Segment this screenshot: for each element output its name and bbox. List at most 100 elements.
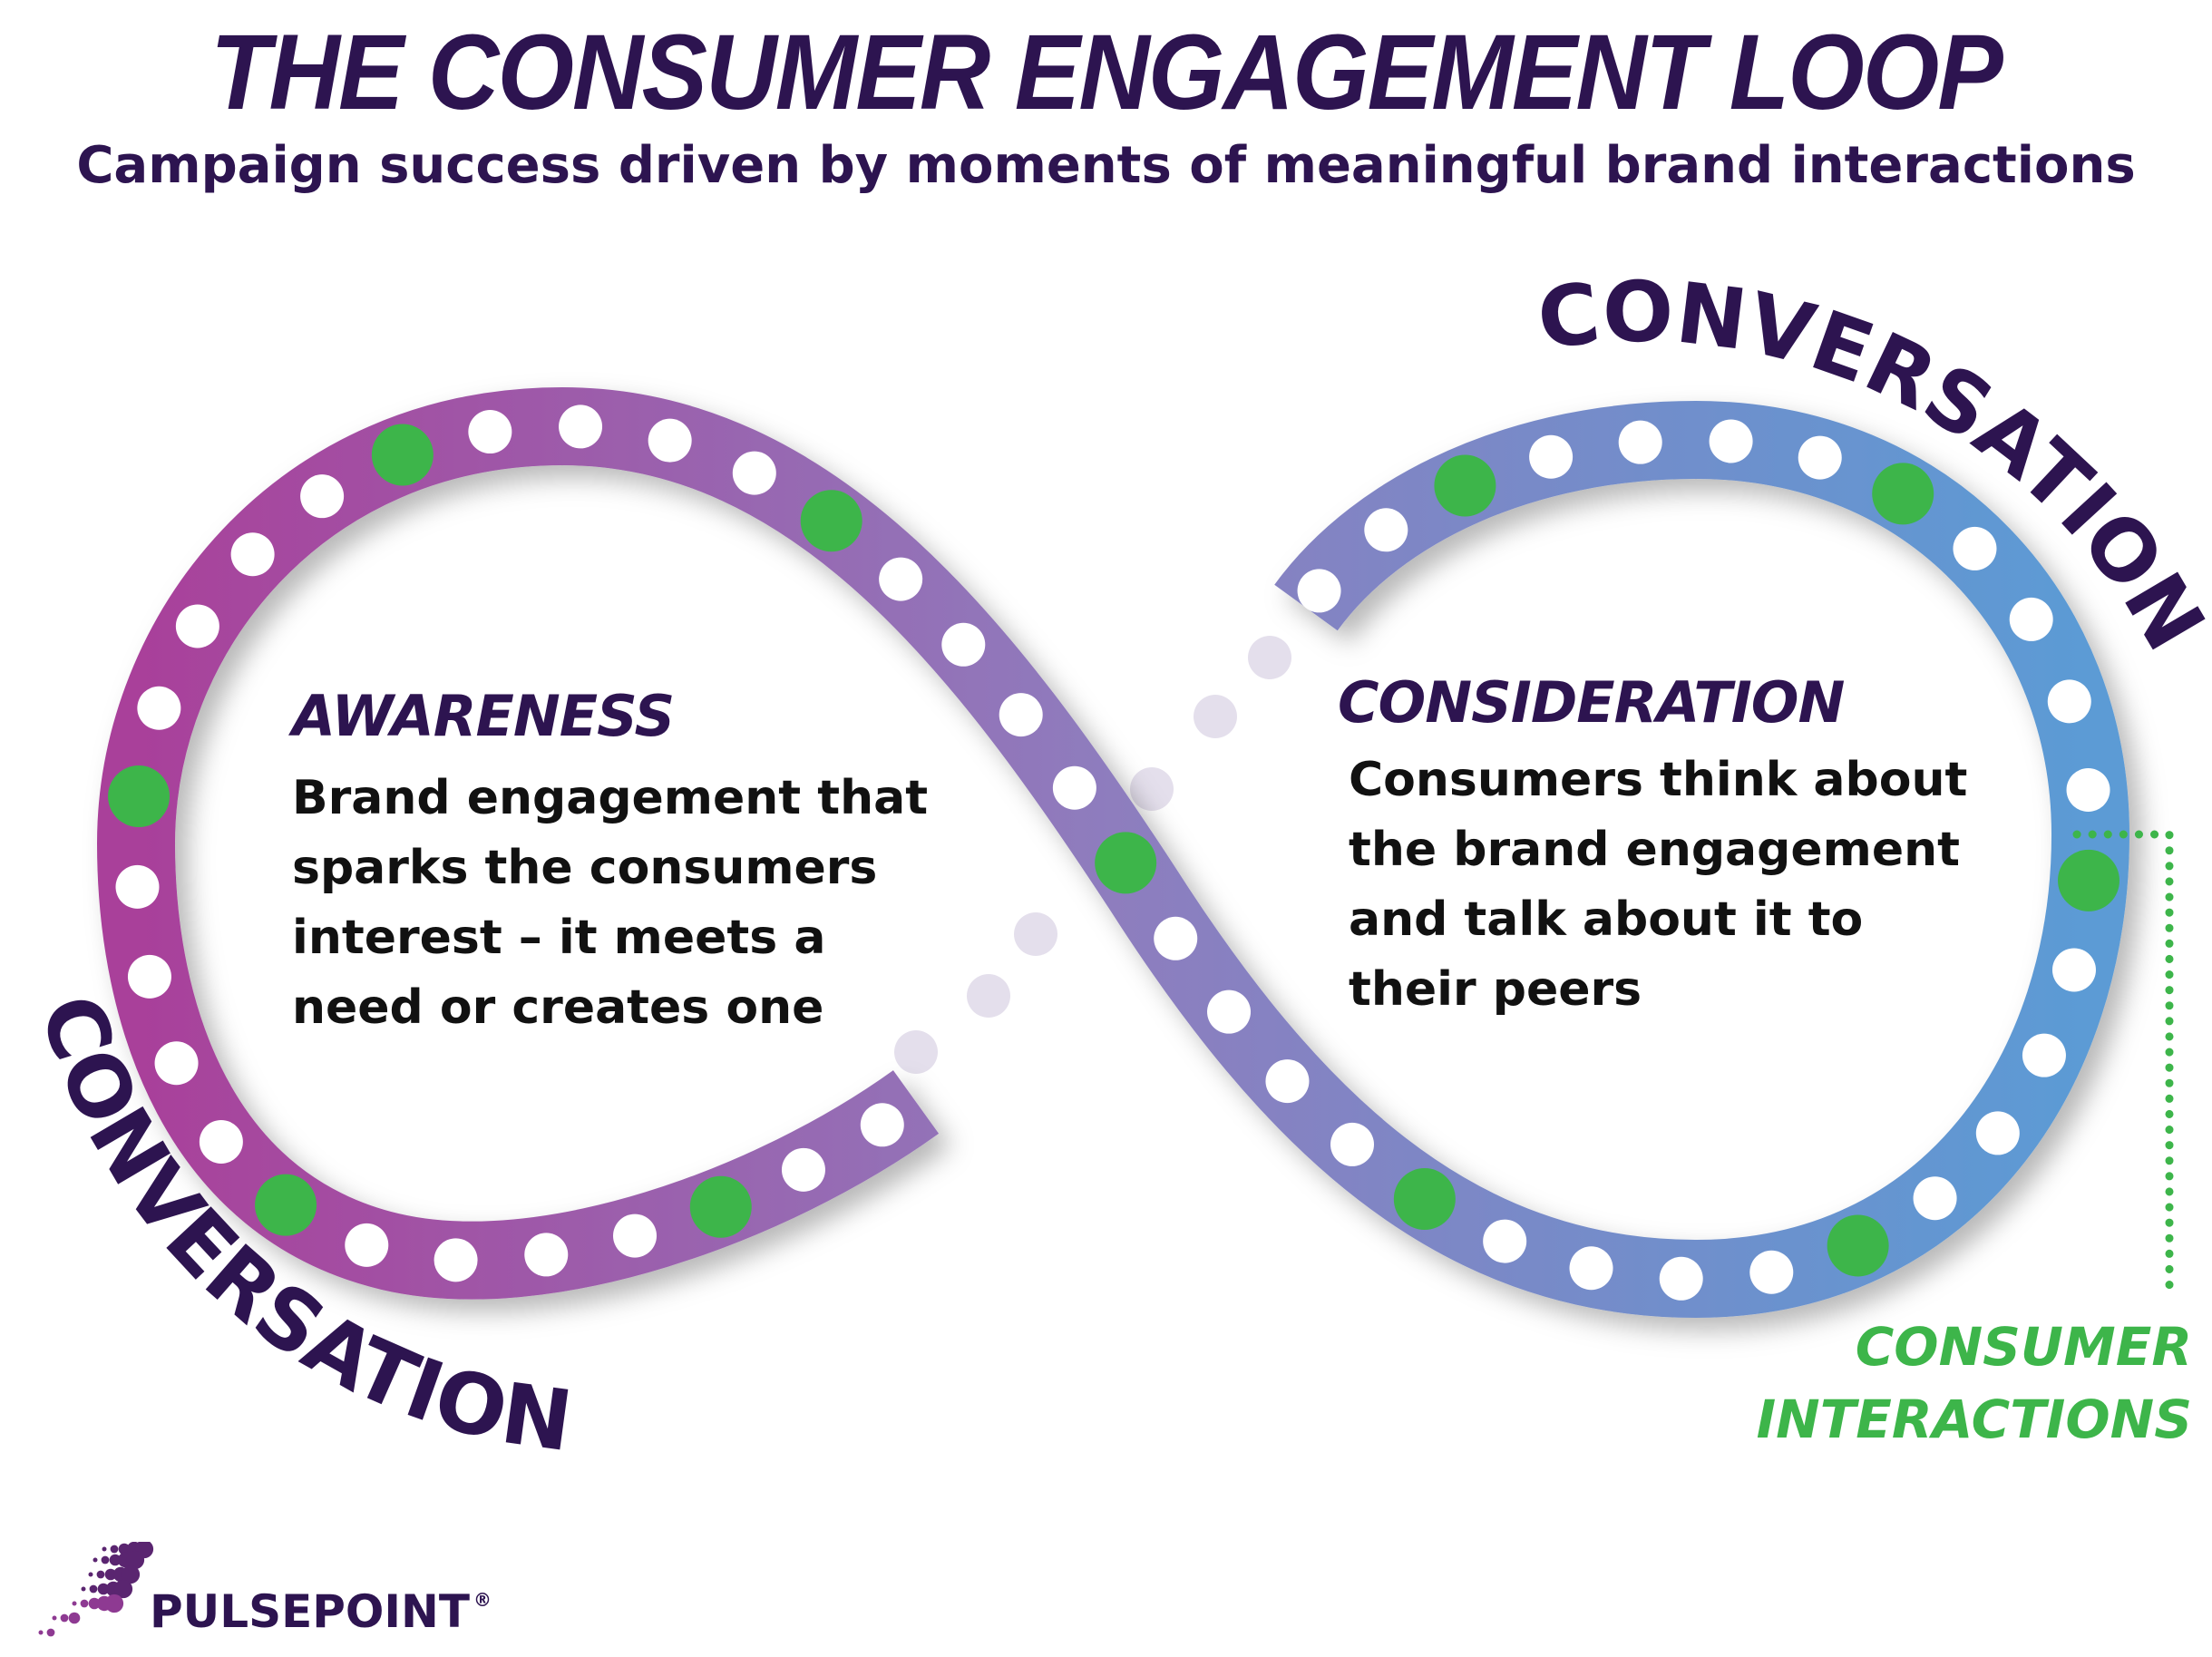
stage-consideration-body: Consumers think about the brand engageme…: [1349, 746, 1967, 1025]
loop-dot: [1569, 1246, 1613, 1291]
stage-consideration-title: CONSIDERATION: [1338, 669, 1845, 736]
loop-dot: [1207, 989, 1252, 1034]
loop-dot: [468, 410, 512, 454]
loop-dot: [1709, 419, 1753, 463]
page-subtitle: Campaign success driven by moments of me…: [76, 136, 2136, 195]
ghost-dot: [1248, 636, 1291, 679]
logo-dot: [38, 1630, 44, 1635]
logo-dot: [104, 1594, 124, 1613]
loop-dot: [524, 1233, 569, 1277]
loop-dot: [199, 1119, 243, 1164]
loop-dot: [230, 532, 275, 577]
interaction-dot: [1827, 1214, 1889, 1277]
interaction-dot: [2057, 849, 2119, 911]
callout-connector: [2072, 830, 2174, 1301]
stage-consideration-line: their peers: [1349, 962, 1642, 1017]
loop-dot: [1749, 1250, 1794, 1294]
stage-awareness-line: sparks the consumers: [292, 841, 878, 895]
interaction-dot: [800, 490, 862, 552]
consumer-interactions-label: CONSUMER INTERACTIONS: [1757, 1311, 2192, 1456]
loop-dot: [879, 557, 923, 601]
interaction-dot: [1393, 1167, 1456, 1230]
stage-consideration-line: the brand engagement: [1349, 823, 1960, 877]
loop-dot: [732, 451, 776, 495]
loop-dot: [154, 1041, 199, 1086]
loop-dot: [648, 418, 692, 463]
logo-dot: [104, 1568, 117, 1581]
loop-dot: [613, 1214, 658, 1258]
consumer-interactions-line2: INTERACTIONS: [1756, 1389, 2192, 1450]
interaction-dot: [255, 1174, 317, 1236]
loop-dot: [1529, 434, 1574, 479]
logo-dot: [109, 1554, 122, 1566]
registered-mark: ®: [473, 1589, 492, 1611]
stage-awareness-line: interest – it meets a: [292, 911, 826, 965]
logo-dot: [88, 1597, 101, 1610]
stage-awareness-line: need or creates one: [292, 980, 824, 1035]
interaction-dot: [108, 765, 171, 828]
loop-dot: [2066, 767, 2110, 812]
loop-dot: [1975, 1111, 2020, 1155]
logo-dot: [89, 1584, 98, 1594]
logo-dot: [81, 1586, 86, 1592]
loop-dot: [434, 1238, 478, 1282]
loop-dot: [1052, 765, 1096, 810]
interaction-dot: [1434, 454, 1496, 517]
loop-dot: [115, 864, 160, 909]
loop-dot: [1364, 508, 1408, 552]
loop-dot: [137, 686, 181, 730]
pulsepoint-logo: PULSEPOINT®: [150, 1585, 492, 1638]
ghost-dots: [894, 636, 1291, 1074]
loop-dot: [1297, 569, 1341, 613]
interaction-dot: [689, 1175, 752, 1238]
loop-dot: [300, 474, 345, 519]
logo-dot: [52, 1615, 57, 1621]
interaction-dot: [1095, 832, 1157, 894]
logo-dot: [46, 1628, 55, 1637]
loop-dot: [941, 622, 986, 667]
logo-dot: [96, 1570, 105, 1579]
logo-dot: [68, 1612, 81, 1624]
logo-dot: [72, 1601, 77, 1606]
logo-dot: [80, 1599, 89, 1608]
logo-dot: [93, 1557, 98, 1563]
logo-dot: [121, 1564, 141, 1584]
logo-dot: [118, 1543, 131, 1555]
logo-dot: [101, 1555, 110, 1564]
ghost-dot: [1194, 695, 1237, 738]
loop-dot: [1330, 1122, 1375, 1166]
ghost-dot: [894, 1030, 938, 1074]
loop-dot: [1953, 526, 1997, 570]
interaction-dot: [371, 424, 434, 486]
logo-dot: [88, 1572, 93, 1577]
logo-dot: [110, 1545, 119, 1554]
loop-dot: [1483, 1219, 1527, 1263]
loop-dot: [2022, 1033, 2066, 1077]
dot-burst-icon: [38, 1542, 154, 1637]
stage-awareness-title: AWARENESS: [292, 683, 675, 749]
logo-dot: [125, 1550, 145, 1570]
loop-dot: [559, 405, 603, 449]
loop-dot: [127, 954, 171, 999]
loop-dot: [999, 693, 1043, 737]
loop-dot: [860, 1103, 904, 1147]
page-title: THE CONSUMER ENGAGEMENT LOOP: [210, 13, 2003, 132]
interaction-dot: [1872, 463, 1934, 525]
loop-dots: [108, 405, 2119, 1301]
stage-consideration-line: and talk about it to: [1349, 892, 1864, 947]
stage-awareness-body: Brand engagement that sparks the consume…: [292, 764, 928, 1043]
loop-dot: [2009, 597, 2053, 641]
stage-consideration-line: Consumers think about: [1349, 753, 1968, 807]
loop-dot: [781, 1147, 825, 1192]
ghost-dot: [967, 974, 1010, 1018]
stage-awareness-line: Brand engagement that: [292, 771, 929, 825]
logo-dot: [97, 1583, 110, 1595]
loop-dot: [1913, 1176, 1957, 1221]
logo-dot: [102, 1546, 107, 1552]
loop-dot: [2051, 948, 2096, 992]
logo-dot: [113, 1579, 133, 1599]
loop-dot: [1798, 435, 1842, 480]
loop-dot: [1154, 916, 1198, 960]
loop-dot: [345, 1223, 389, 1267]
